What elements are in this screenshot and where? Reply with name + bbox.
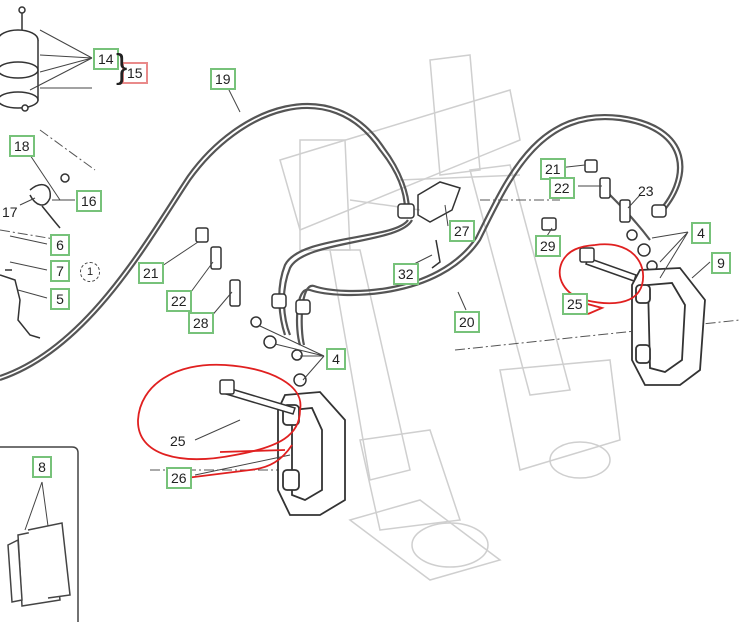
pads-inset — [0, 446, 79, 622]
part-label-21-right: 21 — [540, 158, 566, 180]
fittings — [195, 159, 667, 387]
brake-hoses — [0, 102, 684, 382]
hose-bracket — [417, 181, 461, 269]
part-label-4-left: 4 — [326, 348, 346, 370]
part-label-17: 17 — [2, 204, 18, 220]
part-label-27: 27 — [449, 220, 475, 242]
part-label-16: 16 — [76, 190, 102, 212]
part-label-21-left: 21 — [138, 262, 164, 284]
part-label-29: 29 — [535, 235, 561, 257]
brace: } — [116, 48, 128, 86]
master-cylinder — [0, 6, 39, 112]
brake-switch — [0, 173, 70, 339]
left-caliper — [277, 391, 346, 516]
part-label-15: 15 — [122, 62, 148, 84]
part-label-4-right: 4 — [691, 222, 711, 244]
part-label-18: 18 — [9, 135, 35, 157]
part-label-32: 32 — [393, 263, 419, 285]
part-label-20: 20 — [454, 311, 480, 333]
part-label-28: 28 — [188, 312, 214, 334]
part-label-25-right: 25 — [562, 293, 588, 315]
part-label-6: 6 — [50, 234, 70, 256]
part-label-5: 5 — [50, 288, 70, 310]
caliper-bolts — [219, 247, 637, 415]
right-caliper — [631, 267, 706, 386]
part-label-22-right: 22 — [549, 177, 575, 199]
part-label-25-left: 25 — [170, 433, 186, 449]
part-label-26: 26 — [166, 467, 192, 489]
leader-lines — [9, 29, 711, 531]
part-label-23: 23 — [638, 183, 654, 199]
part-label-8: 8 — [32, 456, 52, 478]
part-label-7: 7 — [50, 260, 70, 282]
part-label-14: 14 — [93, 48, 119, 70]
part-label-9: 9 — [711, 252, 731, 274]
callout-circle: 1 — [80, 262, 100, 282]
red-annotations — [137, 243, 644, 481]
part-label-19: 19 — [210, 68, 236, 90]
part-label-22-left: 22 — [166, 290, 192, 312]
